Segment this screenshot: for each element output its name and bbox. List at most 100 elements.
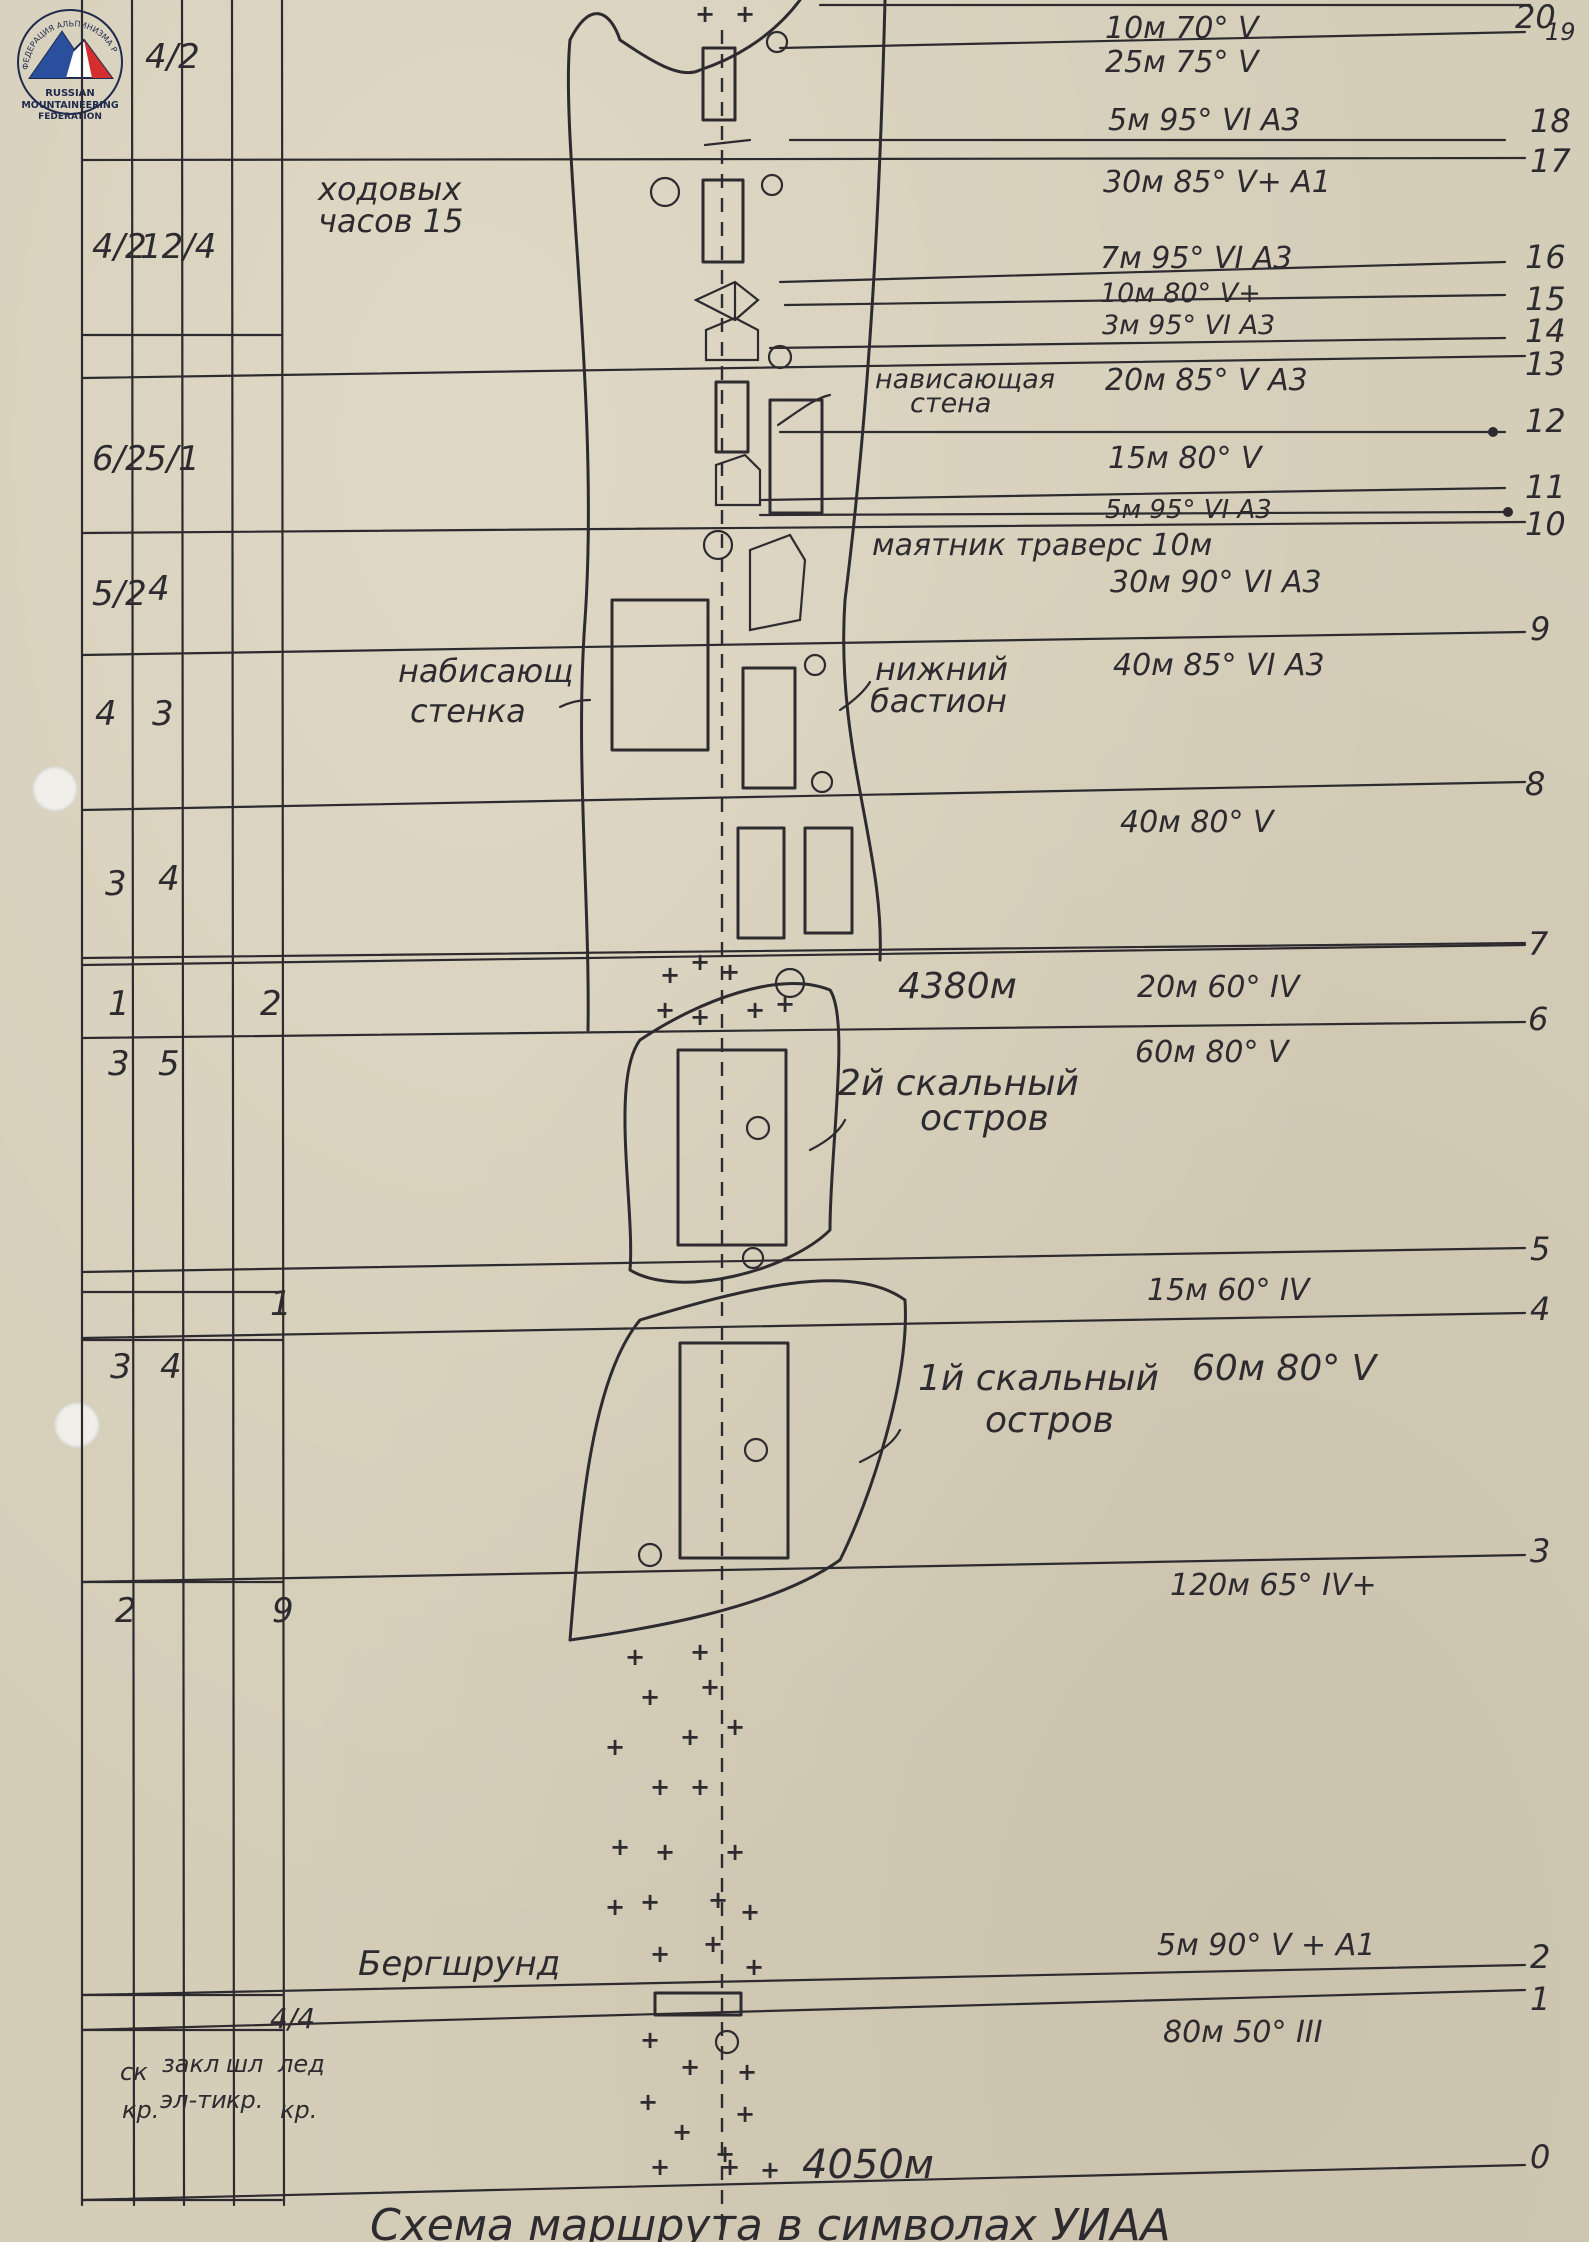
svg-text:+: + — [672, 2118, 692, 2146]
pitch-label: 80м 50° III — [1163, 2015, 1323, 2050]
ice-fraction: 4/4 — [270, 2002, 315, 2035]
svg-text:+: + — [680, 2053, 700, 2081]
pitch-numbers: 20 19 18 17 16 15 14 13 12 11 10 9 8 7 6… — [1515, 0, 1576, 2176]
pitch-label: 5м 90° V + A1 — [1157, 1928, 1375, 1963]
pitch-label: 30м 90° VI A3 — [1110, 565, 1322, 600]
diagram-caption: Схема маршрута в символах УИАА — [370, 2200, 1171, 2242]
svg-text:+: + — [760, 2156, 780, 2184]
svg-text:+: + — [660, 961, 680, 989]
svg-text:+: + — [700, 1673, 720, 1701]
pendulum-label: маятник траверс 10м — [872, 528, 1212, 563]
pitch-label: 40м 85° VI A3 — [1113, 648, 1325, 683]
svg-text:+: + — [745, 996, 765, 1024]
svg-text:+: + — [715, 2140, 735, 2168]
table-header: ск кр. закл эл-ти шл кр. лед кр. — [120, 2050, 325, 2124]
pitch-number: 1 — [1530, 1980, 1550, 2018]
svg-text:+: + — [708, 1886, 728, 1914]
table-cell: 3 — [110, 1347, 132, 1387]
table-cell: 4 — [158, 859, 180, 899]
svg-text:+: + — [725, 1838, 745, 1866]
pitch-number: 16 — [1525, 238, 1566, 276]
pitch-number: 17 — [1530, 142, 1571, 180]
pitch-label: 30м 85° V+ A1 — [1103, 165, 1331, 200]
pitch-number: 20 — [1515, 0, 1556, 36]
pitch-descriptions: 10м 70° V 25м 75° V 5м 95° VI A3 30м 85°… — [1100, 11, 1379, 2050]
pitch-number: 6 — [1528, 1000, 1548, 1038]
svg-text:+: + — [625, 1643, 645, 1671]
logo-line2: MOUNTAINEERING — [21, 100, 119, 111]
svg-text:+: + — [655, 996, 675, 1024]
table-cell: 4/2 — [145, 37, 200, 77]
pitch-label: 3м 95° VI A3 — [1102, 310, 1275, 341]
svg-text:+: + — [740, 1898, 760, 1926]
pitch-number: 0 — [1530, 2138, 1550, 2176]
pitch-label: 60м 80° V — [1192, 1348, 1379, 1389]
pitch-label: 10м 70° V — [1105, 11, 1261, 46]
pitch-number: 5 — [1530, 1230, 1550, 1268]
svg-text:+: + — [690, 1773, 710, 1801]
pitch-number: 13 — [1525, 345, 1566, 383]
pitch-number: 4 — [1530, 1290, 1550, 1328]
header-aid-bottom: кр. — [226, 2086, 263, 2114]
rock-island-1-line1: 1й скальный — [918, 1358, 1159, 1399]
pitch-label: 40м 80° V — [1120, 805, 1276, 840]
svg-text:+: + — [775, 990, 795, 1018]
altitude-lower: 4050м — [802, 2142, 934, 2188]
svg-text:+: + — [725, 1713, 745, 1741]
svg-text:+: + — [720, 2153, 740, 2181]
pitch-number: 11 — [1525, 468, 1566, 506]
svg-text:+: + — [638, 2088, 658, 2116]
walking-hours-line2: часов 15 — [318, 202, 463, 240]
pitch-label: 20м 85° V A3 — [1105, 363, 1308, 398]
svg-text:+: + — [690, 1003, 710, 1031]
svg-text:+: + — [690, 1638, 710, 1666]
logo-line1: RUSSIAN — [45, 88, 95, 99]
table-cell: 3 — [108, 1044, 130, 1084]
table-cell: 9 — [272, 1591, 294, 1631]
pitch-label: 15м 80° V — [1108, 441, 1264, 476]
wall-outline — [566, 0, 907, 1642]
header-bolt-bottom: эл-ти — [160, 2086, 227, 2114]
svg-text:+: + — [605, 1893, 625, 1921]
pitch-boundaries — [80, 3, 1532, 2202]
lower-bastion-line2: бастион — [870, 682, 1007, 720]
pitch-number: 19 — [1545, 18, 1576, 46]
overhang-wall-left-line1: набисающ — [398, 652, 573, 690]
header-ice-bottom: кр. — [280, 2096, 317, 2124]
table-cell: 1 — [108, 984, 130, 1024]
svg-text:+: + — [640, 1683, 660, 1711]
svg-text:+: + — [650, 1773, 670, 1801]
header-rock-bottom: кр. — [122, 2096, 159, 2124]
difficulty-table-values: 4/2 4/2 12/4 6/2 5/1 5/2 4 4 3 3 4 1 2 3… — [92, 37, 315, 2035]
table-cell: 2 — [260, 984, 282, 1024]
table-cell: 3 — [105, 864, 127, 904]
header-ice-top: лед — [277, 2050, 325, 2078]
pitch-number: 8 — [1525, 765, 1545, 803]
header-rock-top: ск — [120, 2058, 148, 2086]
svg-text:+: + — [720, 958, 740, 986]
pitch-label: 20м 60° IV — [1137, 970, 1302, 1005]
svg-text:+: + — [680, 1723, 700, 1751]
table-cell: 2 — [115, 1591, 137, 1631]
bergschrund-label: Бергшрунд — [358, 1944, 560, 1984]
header-bolt-top: закл — [162, 2050, 219, 2078]
svg-text:+: + — [744, 1953, 764, 1981]
pitch-label: 25м 75° V — [1105, 45, 1261, 80]
svg-text:+: + — [655, 1838, 675, 1866]
pitch-number: 18 — [1530, 102, 1571, 140]
altitude-upper: 4380м — [898, 966, 1017, 1007]
svg-text:+: + — [735, 0, 755, 28]
table-cell: 3 — [152, 694, 174, 734]
table-cell: 5/2 — [92, 574, 147, 614]
punch-hole — [32, 766, 78, 812]
svg-text:+: + — [650, 1940, 670, 1968]
logo-line3: FEDERATION — [38, 112, 102, 122]
svg-text:+: + — [737, 2058, 757, 2086]
header-aid-top: шл — [226, 2050, 263, 2078]
pitch-label: 10м 80° V+ — [1100, 278, 1261, 309]
pitch-number: 7 — [1528, 925, 1549, 963]
punch-hole — [54, 1402, 100, 1448]
difficulty-table-grid — [80, 0, 286, 2207]
overhang-wall-left-line2: стенка — [410, 692, 526, 730]
